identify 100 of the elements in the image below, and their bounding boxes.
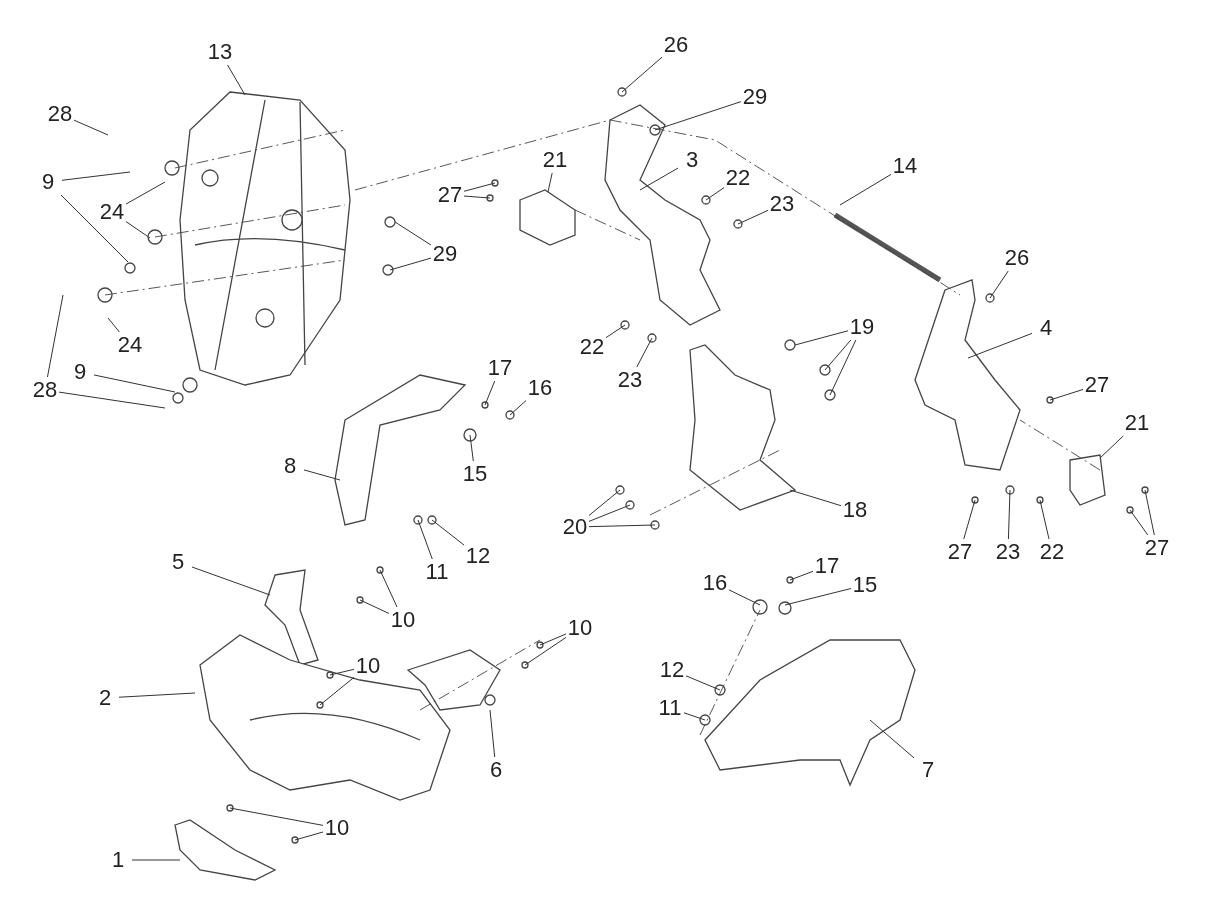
callout-number: 14 bbox=[891, 153, 919, 179]
leader-line bbox=[131, 859, 181, 861]
callout-number: 17 bbox=[486, 355, 514, 381]
leader-line bbox=[588, 504, 631, 522]
leader-line bbox=[639, 167, 679, 191]
callout-number: 2 bbox=[91, 685, 119, 711]
leader-line bbox=[1129, 509, 1149, 536]
callout-number: 21 bbox=[1123, 410, 1151, 436]
callout-number: 27 bbox=[1083, 372, 1111, 398]
leader-line bbox=[294, 831, 324, 841]
callout-number: 12 bbox=[658, 657, 686, 683]
leader-line bbox=[359, 599, 390, 614]
callout-number: 20 bbox=[561, 514, 589, 540]
callout-number: 26 bbox=[662, 32, 690, 58]
leader-line bbox=[509, 400, 527, 416]
callout-number: 13 bbox=[206, 39, 234, 65]
leader-line bbox=[784, 588, 852, 606]
leader-line bbox=[60, 194, 129, 263]
callout-number: 28 bbox=[46, 101, 74, 127]
leader-line bbox=[588, 489, 621, 516]
leader-line bbox=[967, 332, 1033, 359]
callout-number: 27 bbox=[946, 539, 974, 565]
leader-line bbox=[61, 171, 131, 181]
leader-line bbox=[869, 719, 915, 759]
callout-number: 3 bbox=[678, 147, 706, 173]
callout-number: 16 bbox=[526, 375, 554, 401]
callout-number: 11 bbox=[423, 559, 451, 585]
callout-number: 15 bbox=[461, 461, 489, 487]
leader-line bbox=[1049, 388, 1084, 401]
leader-line bbox=[229, 807, 324, 826]
callout-number: 9 bbox=[34, 169, 62, 195]
callout-number: 9 bbox=[66, 359, 94, 385]
leader-line bbox=[463, 182, 496, 192]
callout-number: 29 bbox=[741, 84, 769, 110]
callout-number: 5 bbox=[164, 549, 192, 575]
leader-line bbox=[227, 64, 246, 96]
callout-number: 4 bbox=[1032, 315, 1060, 341]
leader-line bbox=[654, 101, 742, 131]
callout-number: 1 bbox=[104, 847, 132, 873]
leader-line bbox=[319, 676, 355, 706]
leader-line bbox=[1007, 489, 1011, 540]
leader-line bbox=[469, 434, 474, 462]
leader-line bbox=[963, 499, 976, 540]
leader-line bbox=[73, 119, 109, 136]
leader-line bbox=[93, 374, 176, 393]
leader-line bbox=[379, 569, 398, 608]
leader-line bbox=[463, 195, 491, 199]
leader-line bbox=[125, 221, 151, 239]
callout-number: 23 bbox=[616, 367, 644, 393]
leader-line bbox=[547, 172, 553, 193]
callout-number: 29 bbox=[431, 241, 459, 267]
callout-number: 23 bbox=[994, 539, 1022, 565]
callout-number: 26 bbox=[1003, 245, 1031, 271]
leader-line bbox=[705, 187, 725, 201]
callout-number: 17 bbox=[813, 553, 841, 579]
callout-number: 22 bbox=[578, 334, 606, 360]
leader-line bbox=[489, 709, 496, 758]
leader-line bbox=[329, 668, 355, 676]
leader-line bbox=[417, 519, 433, 560]
leader-line bbox=[1144, 489, 1155, 536]
leader-line bbox=[829, 339, 857, 396]
leader-line bbox=[621, 56, 663, 93]
callout-number: 10 bbox=[323, 815, 351, 841]
leader-line bbox=[728, 589, 761, 606]
callout-number: 24 bbox=[116, 332, 144, 358]
callout-number: 12 bbox=[464, 543, 492, 569]
leader-line bbox=[46, 294, 64, 378]
leader-line bbox=[685, 675, 721, 691]
callout-number: 27 bbox=[1143, 535, 1171, 561]
callout-number: 15 bbox=[851, 572, 879, 598]
leader-line bbox=[191, 566, 271, 596]
callout-number: 28 bbox=[31, 377, 59, 403]
leader-line bbox=[58, 391, 166, 409]
leader-line bbox=[484, 380, 496, 406]
callout-number: 10 bbox=[354, 653, 382, 679]
leader-line bbox=[303, 469, 341, 481]
leader-line bbox=[1099, 435, 1124, 459]
callout-number: 21 bbox=[541, 147, 569, 173]
leader-line bbox=[737, 209, 769, 225]
leader-line bbox=[789, 570, 814, 581]
callout-number: 10 bbox=[389, 607, 417, 633]
leader-line bbox=[636, 337, 653, 368]
leader-line bbox=[824, 339, 852, 371]
leader-line bbox=[107, 317, 120, 333]
callout-number: 22 bbox=[1038, 539, 1066, 565]
leader-line bbox=[1039, 499, 1050, 540]
callout-number: 23 bbox=[768, 191, 796, 217]
callout-number: 8 bbox=[276, 453, 304, 479]
leader-line bbox=[394, 221, 432, 246]
leader-line bbox=[683, 712, 706, 721]
leader-line bbox=[431, 519, 465, 546]
leader-line bbox=[118, 692, 196, 698]
leader-line bbox=[389, 257, 432, 271]
callout-number: 11 bbox=[656, 695, 684, 721]
leader-line bbox=[789, 489, 842, 507]
leader-line bbox=[588, 524, 656, 528]
leader-line bbox=[794, 330, 849, 346]
leader-line bbox=[539, 633, 567, 646]
callout-number: 6 bbox=[482, 757, 510, 783]
callout-number: 24 bbox=[98, 199, 126, 225]
